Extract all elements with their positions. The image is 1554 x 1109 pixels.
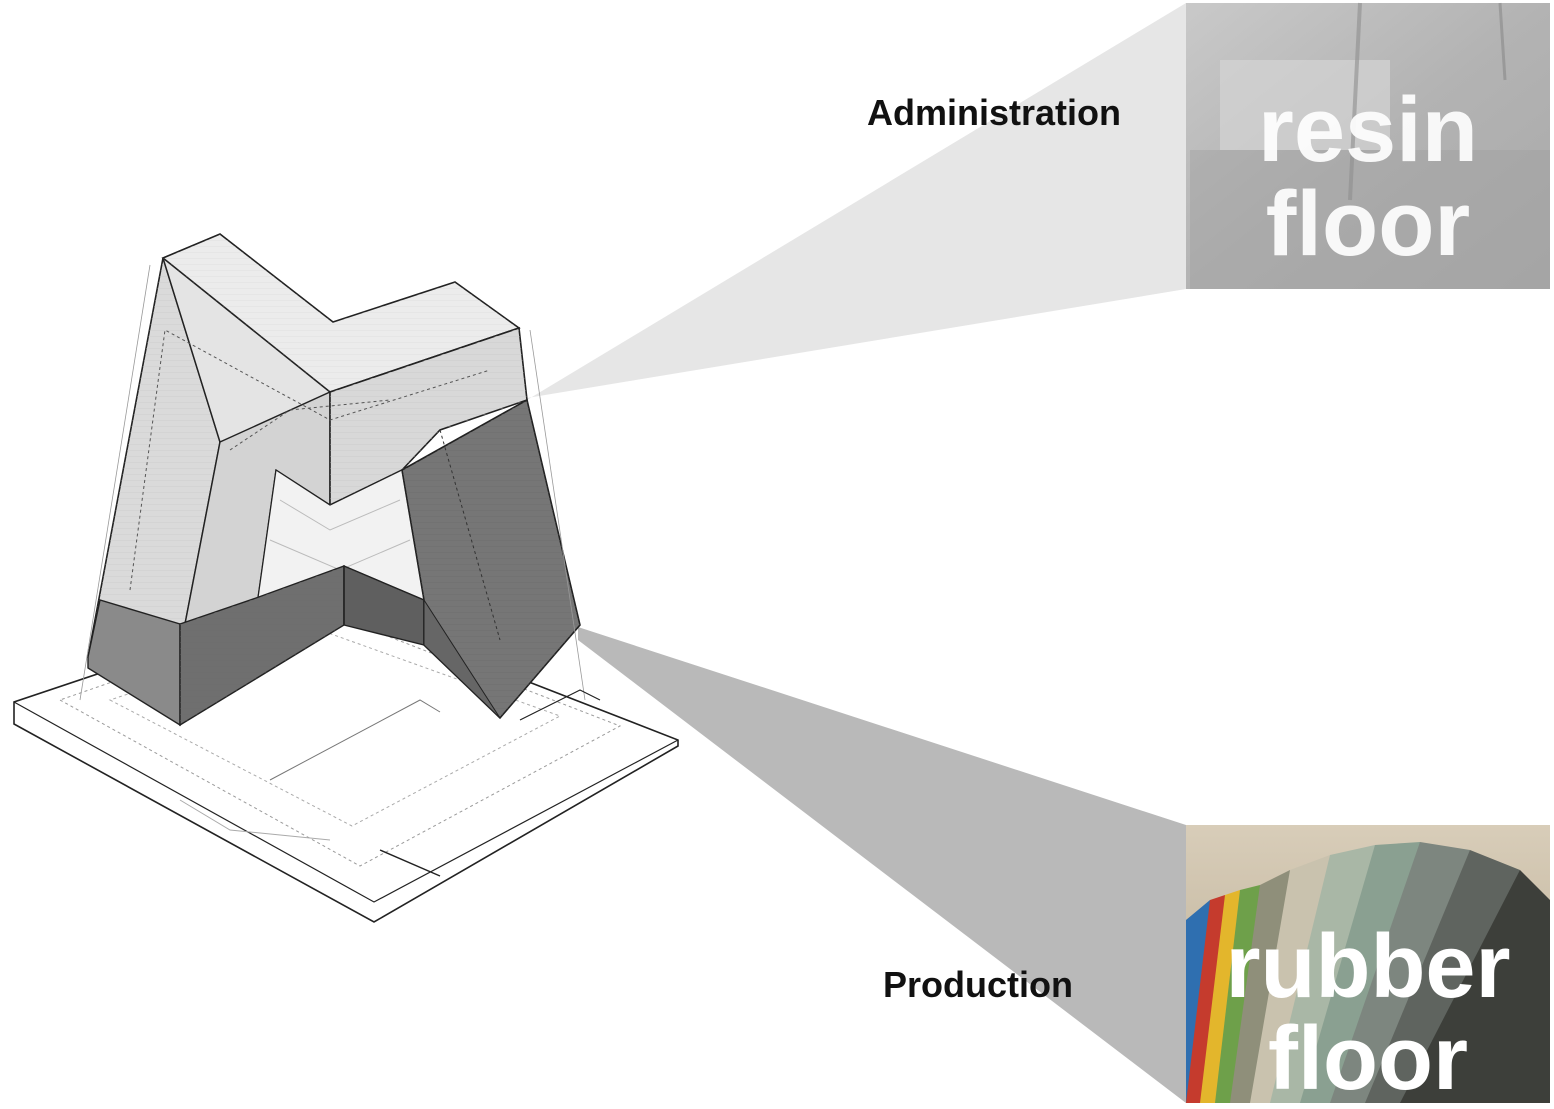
rubber-floor-text: rubber floor <box>1186 917 1550 1109</box>
production-label: Production <box>883 964 1073 1005</box>
resin-floor-line2: floor <box>1265 172 1471 275</box>
resin-floor-text: resin floor <box>1186 79 1550 275</box>
building-upper-volume <box>87 233 528 658</box>
floor-level-ticks <box>79 264 586 701</box>
rubber-floor-swatch <box>1186 825 1550 1103</box>
building-lower-volume <box>87 398 581 727</box>
rubber-floor-line1: rubber <box>1225 917 1511 1017</box>
base-edge-detail <box>519 689 601 721</box>
rubber-floor-line2: floor <box>1268 1008 1468 1109</box>
administration-label: Administration <box>867 92 1122 133</box>
administration-callout-beam <box>527 3 1186 400</box>
resin-floor-line1: resin <box>1258 79 1478 181</box>
production-callout-beam <box>578 627 1186 1103</box>
resin-floor-swatch <box>1186 2 1550 289</box>
